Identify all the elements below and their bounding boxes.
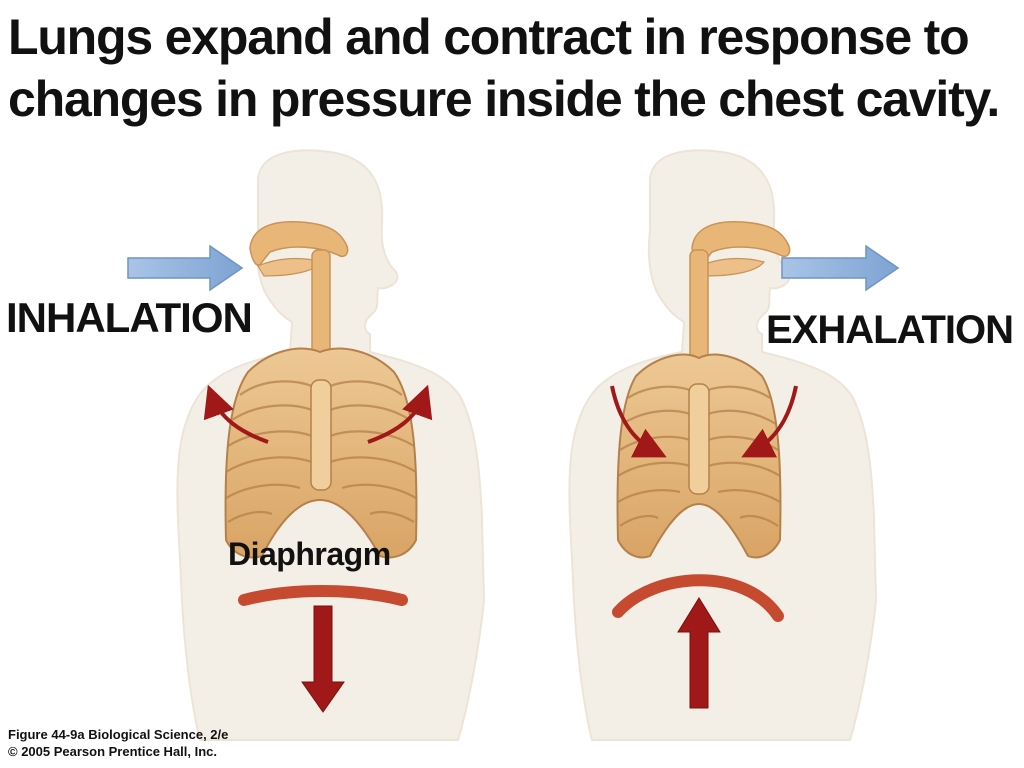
rib-expand-arrow-left [203,384,269,444]
diaphragm-up-arrow [677,597,721,709]
exhalation-label: EXHALATION [766,308,1014,352]
rib-contract-arrow-right [741,385,798,458]
diaphragm-label: Diaphragm [228,536,391,572]
mouth [699,257,766,277]
rib-contract-arrow-left [610,385,667,458]
inhalation-label: INHALATION [6,294,253,341]
air-in-arrow [127,244,244,292]
diaphragm-domed [612,574,784,622]
title-line-2: changes in pressure inside the chest cav… [8,71,1000,127]
diaphragm-flat [238,585,408,606]
exhalation-figure [568,149,900,741]
diagram-title: Lungs expand and contract in response to… [8,6,1018,130]
air-out-arrow [781,244,900,292]
credit-line-1: Figure 44-9a Biological Science, 2/e [8,727,229,742]
title-line-1: Lungs expand and contract in response to [8,9,970,65]
rib-cage [224,347,418,559]
diaphragm-down-arrow [301,605,345,713]
credit-line-2: © 2005 Pearson Prentice Hall, Inc. [8,744,218,759]
rib-expand-arrow-right [367,384,433,444]
nasal-cavity [249,220,349,266]
rib-cage [616,353,782,559]
inhalation-figure [127,149,486,741]
figure-credit: Figure 44-9a Biological Science, 2/e © 2… [8,726,228,760]
